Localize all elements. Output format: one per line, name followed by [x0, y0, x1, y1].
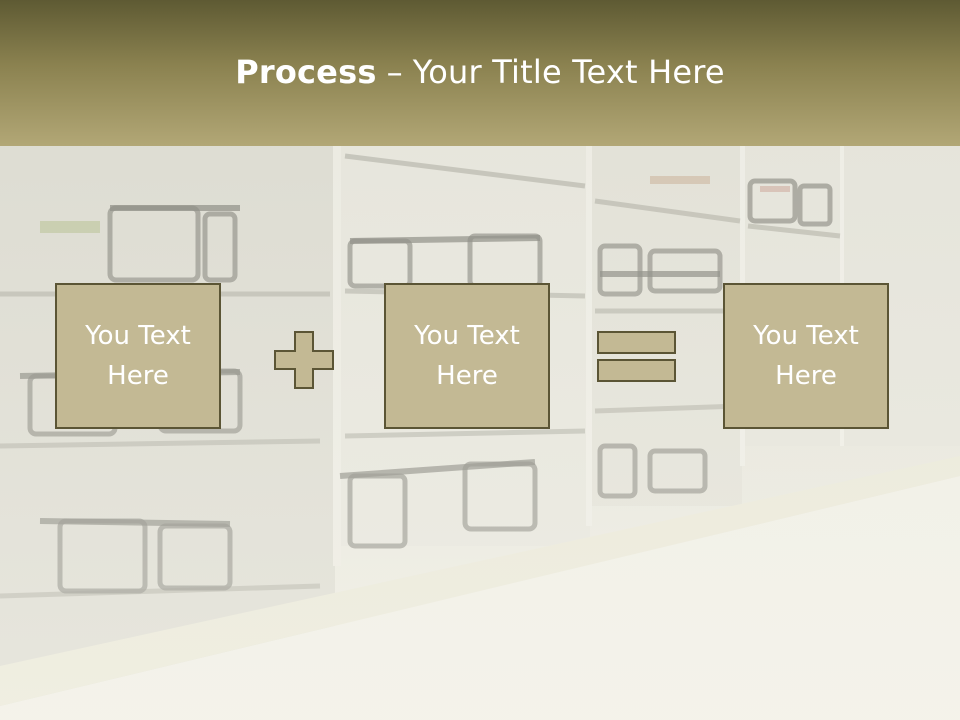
plus-icon: [274, 331, 334, 389]
equals-icon: [597, 331, 676, 382]
title-separator: –: [386, 53, 403, 91]
process-box-1[interactable]: You Text Here: [55, 283, 221, 429]
title-bar: Process–Your Title Text Here: [0, 0, 960, 146]
process-box-2-text: You Text Here: [414, 321, 520, 391]
title-text-part: Your Title Text Here: [412, 53, 725, 91]
background-photo-eyeglasses-shelves: [0, 146, 960, 720]
process-box-3-text: You Text Here: [753, 321, 859, 391]
process-box-1-text: You Text Here: [85, 321, 191, 391]
slide-title[interactable]: Process–Your Title Text Here: [235, 53, 725, 91]
process-box-3[interactable]: You Text Here: [723, 283, 889, 429]
title-bold-part: Process: [235, 53, 377, 91]
photo-light-overlay: [0, 146, 960, 720]
process-box-2[interactable]: You Text Here: [384, 283, 550, 429]
